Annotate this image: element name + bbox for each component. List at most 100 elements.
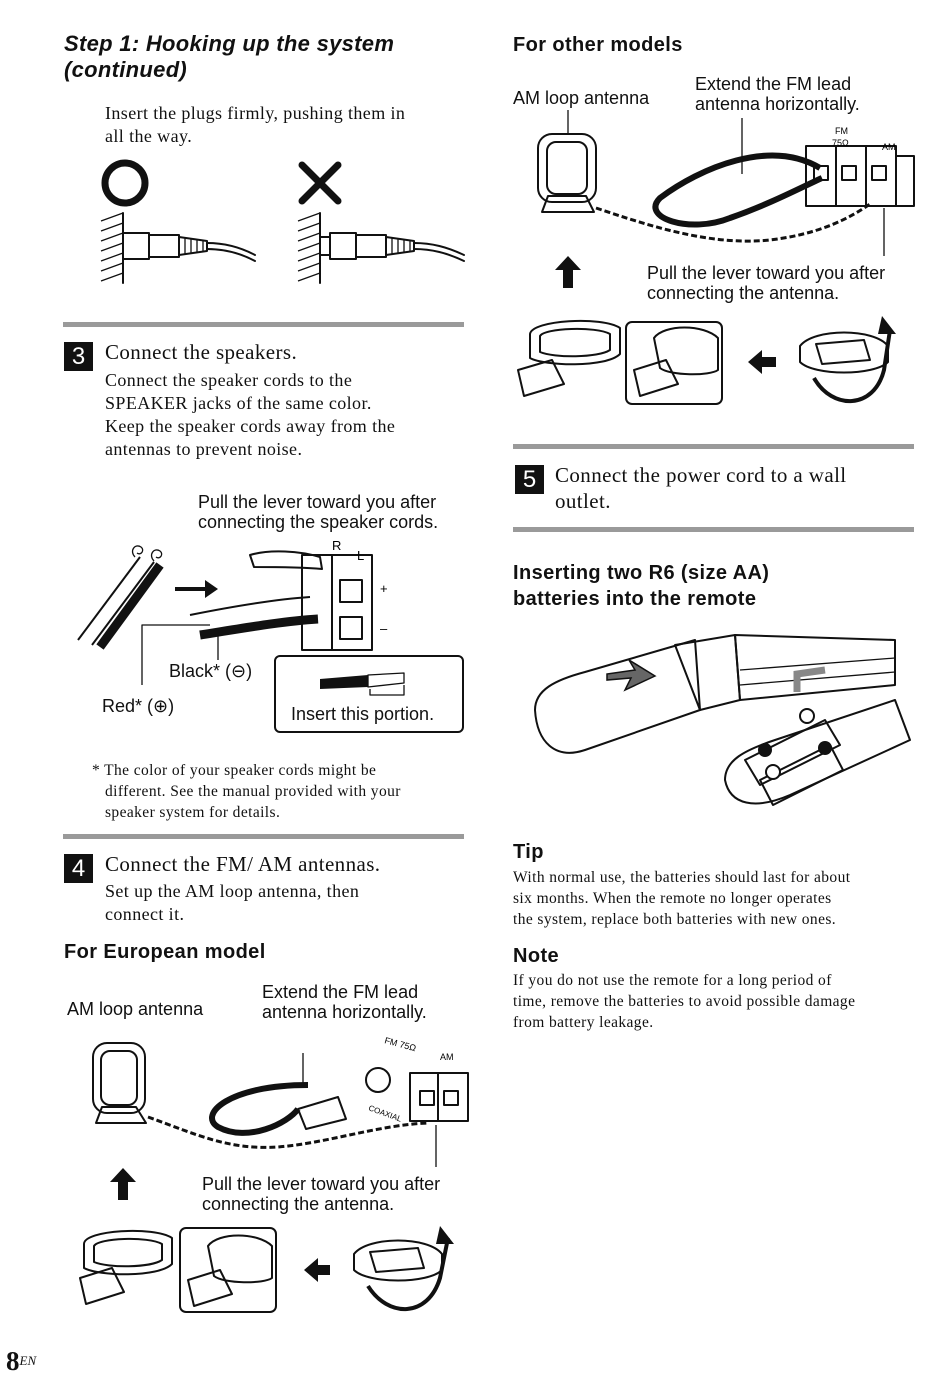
plug-icon (122, 232, 256, 262)
arrow-up-icon (555, 256, 581, 288)
battery-heading: Inserting two R6 (size AA) batteries int… (513, 560, 769, 612)
remote-battery-icon (724, 699, 911, 806)
text-line: Extend the FM lead (695, 74, 852, 94)
text-line: connecting the antenna. (647, 283, 840, 303)
am-jack-label: AM (440, 1052, 454, 1062)
text-line: Pull the lever toward you after (202, 1174, 441, 1194)
european-antenna-diagram: FM 75Ω AM COAXIAL (92, 1035, 469, 1167)
text-line: antennas to prevent noise. (105, 439, 303, 459)
antenna-folded-icon (79, 1229, 173, 1305)
text-line: all the way. (105, 126, 193, 146)
lever-instruction-label: Pull the lever toward you after connecti… (647, 263, 885, 303)
am-loop-antenna-icon (537, 133, 597, 213)
heading-line: Step 1: Hooking up the system (64, 31, 395, 56)
other-models-heading: For other models (513, 34, 683, 56)
other-antenna-diagram: FM 75Ω AM (537, 110, 915, 256)
step-description: Connect the power cord to a wall outlet. (555, 462, 847, 514)
speaker-cord-icon (77, 545, 164, 650)
note-text: If you do not use the remote for a long … (513, 970, 855, 1033)
antenna-unfold-icon (799, 316, 896, 404)
jack-r-label: R (332, 538, 341, 553)
fm-lead-wire (209, 1082, 309, 1136)
text-line: outlet. (555, 489, 611, 513)
antenna-unfold-icon (353, 1226, 454, 1312)
antenna-detail-box (625, 321, 723, 405)
section-heading: Step 1: Hooking up the system (continued… (64, 31, 394, 83)
antenna-detail-box (179, 1227, 277, 1313)
wall-hatch-icon (297, 212, 321, 284)
insert-portion-callout: Insert this portion. (274, 655, 464, 733)
text-line: Pull the lever toward you after (198, 492, 437, 512)
red-pointer-line (141, 624, 210, 685)
antenna-terminal-icon (805, 145, 915, 207)
text-line: from battery leakage. (513, 1014, 654, 1031)
text-line: Keep the speaker cords away from the (105, 416, 396, 436)
step-description: Set up the AM loop antenna, then connect… (105, 880, 359, 926)
plug-icon (319, 232, 465, 262)
fm-ohm-label: 75Ω (832, 138, 849, 148)
jack-l-label: L (357, 548, 364, 563)
plugs-instruction: Insert the plugs firmly, pushing them in… (105, 102, 405, 148)
step-description: Connect the speaker cords to the SPEAKER… (105, 369, 395, 461)
page-number-value: 8 (6, 1346, 20, 1376)
insert-portion-label: Insert this portion. (291, 704, 435, 724)
text-line: antenna horizontally. (262, 1002, 427, 1022)
fm-lead-wire (652, 152, 824, 228)
section-divider (63, 834, 464, 839)
text-line: connecting the antenna. (202, 1194, 395, 1214)
step-title: Connect the FM/ AM antennas. (105, 852, 381, 876)
text-line: * The color of your speaker cords might … (92, 762, 377, 779)
text-line: antenna horizontally. (695, 94, 860, 114)
heading-line: Inserting two R6 (size AA) (513, 562, 770, 584)
am-loop-label: AM loop antenna (513, 88, 650, 108)
antenna-folded-icon (517, 319, 621, 397)
coaxial-label: COAXIAL (367, 1103, 403, 1124)
page-language-suffix: EN (19, 1353, 37, 1368)
speaker-connection-diagram: R L + – (77, 538, 388, 685)
text-line: the system, replace both batteries with … (513, 911, 837, 928)
am-lead-wire (147, 1115, 429, 1149)
text-line: Insert the plugs firmly, pushing them in (105, 103, 406, 123)
step-number-badge: 5 (515, 465, 544, 494)
text-line: Set up the AM loop antenna, then (105, 881, 360, 901)
text-line: time, remove the batteries to avoid poss… (513, 993, 856, 1010)
fm-jack-label: FM (835, 126, 848, 136)
coaxial-jack-icon (365, 1067, 391, 1093)
finger-icon (249, 550, 323, 570)
step-title: Connect the speakers. (105, 340, 298, 364)
arrow-left-icon (304, 1258, 330, 1282)
red-cord-label: Red* (⊕) (102, 696, 175, 716)
section-divider (513, 527, 914, 532)
text-line: six months. When the remote no longer op… (513, 890, 832, 907)
arrow-right-icon (175, 580, 218, 598)
european-antenna-setup-steps (79, 1226, 454, 1313)
fm75-label: FM 75Ω (383, 1035, 417, 1053)
battery-insert-diagram (534, 634, 911, 806)
text-line: speaker system for details. (105, 804, 281, 821)
tip-text: With normal use, the batteries should la… (513, 867, 850, 930)
text-line: Connect the speaker cords to the (105, 370, 353, 390)
text-line: With normal use, the batteries should la… (513, 869, 851, 886)
lever-instruction-label: Pull the lever toward you after connecti… (198, 492, 438, 532)
fm-lead-label: Extend the FM lead antenna horizontally. (695, 74, 860, 114)
text-line: SPEAKER jacks of the same color. (105, 393, 372, 413)
text-line: Extend the FM lead (262, 982, 419, 1002)
text-line: If you do not use the remote for a long … (513, 972, 832, 989)
step-number-badge: 3 (64, 342, 93, 371)
remote-cover-icon (534, 634, 896, 754)
heading-line: batteries into the remote (513, 588, 757, 610)
minus-mark: – (380, 621, 388, 636)
arrow-up-icon (110, 1168, 136, 1200)
other-antenna-setup-steps (517, 316, 896, 405)
text-line: different. See the manual provided with … (105, 783, 401, 800)
arrow-left-icon (748, 350, 776, 374)
wire-tip-icon (320, 672, 405, 696)
black-cord-label: Black* (⊖) (169, 661, 253, 681)
speaker-footnote: * The color of your speaker cords might … (92, 760, 401, 823)
text-line: connecting the speaker cords. (198, 512, 439, 532)
ok-circle-icon (101, 159, 149, 207)
plug-wrong-illustration (297, 161, 465, 284)
am-loop-antenna-icon (92, 1042, 147, 1124)
am-jack-label: AM (882, 142, 896, 152)
text-line: Connect the power cord to a wall (555, 463, 847, 487)
